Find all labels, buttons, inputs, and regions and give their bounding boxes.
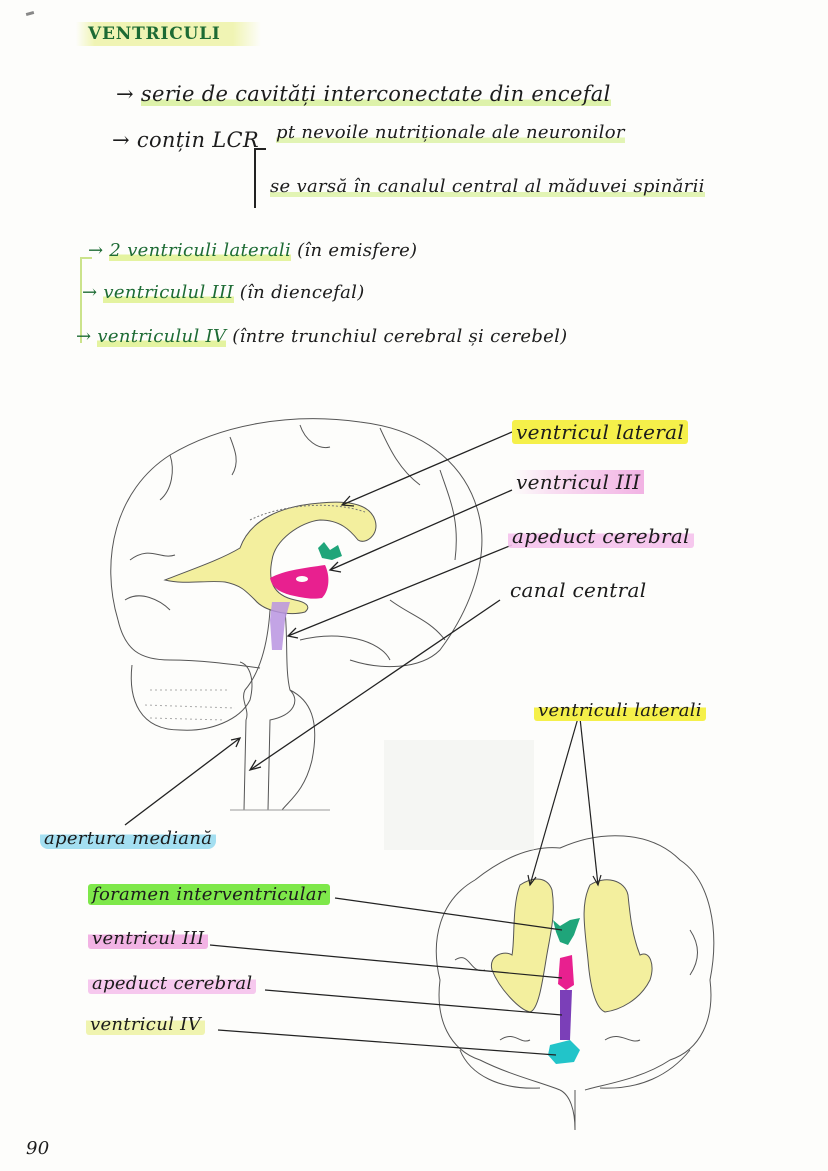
lcr-detail-2: se varsă în canalul central al măduvei s… bbox=[270, 176, 705, 197]
intro-text: serie de cavități interconectate din enc… bbox=[140, 82, 611, 106]
label-ventricul-iii-text: ventricul III bbox=[512, 470, 645, 494]
types-bracket bbox=[80, 257, 92, 343]
type-item-3: → ventriculul IV (între trunchiul cerebr… bbox=[76, 326, 567, 347]
lateral-ventricle-shape bbox=[163, 501, 377, 614]
page-number: 90 bbox=[26, 1138, 50, 1159]
label-ventriculi-laterali: ventriculi laterali bbox=[534, 700, 706, 721]
label-ventricul-iii: ventricul III bbox=[512, 470, 645, 494]
label-apeduct-cerebral-coronal: apeduct cerebral bbox=[88, 973, 257, 994]
label-apeduct-cerebral: apeduct cerebral bbox=[508, 524, 694, 548]
coronal-fourth-ventricle-shape bbox=[548, 1040, 580, 1064]
sagittal-leader-lines bbox=[124, 431, 513, 826]
type-name: ventriculul III bbox=[103, 282, 234, 303]
label-canal-central: canal central bbox=[510, 578, 647, 602]
aqueduct-shape bbox=[270, 602, 290, 650]
page-title: VENTRICULI bbox=[76, 22, 261, 46]
type-note: (în diencefal) bbox=[239, 282, 365, 303]
type-item-2: → ventriculul III (în diencefal) bbox=[82, 282, 365, 303]
coronal-lateral-ventricle-left bbox=[490, 878, 554, 1013]
type-note: (în emisfere) bbox=[297, 240, 418, 261]
coronal-leader-lines bbox=[209, 717, 602, 1056]
type-item-1: → 2 ventriculi laterali (în emisfere) bbox=[88, 240, 417, 261]
type-name: ventriculul IV bbox=[97, 326, 227, 347]
label-apertura-mediana: apertura mediană bbox=[40, 828, 217, 849]
coronal-third-ventricle-shape bbox=[558, 955, 574, 990]
arrow-icon: → bbox=[76, 326, 92, 347]
third-ventricle-shape bbox=[270, 565, 329, 599]
label-ventricul-lateral: ventricul lateral bbox=[512, 420, 689, 444]
intro-line-1: → serie de cavități interconectate din e… bbox=[116, 82, 611, 106]
coronal-aqueduct-shape bbox=[560, 990, 572, 1040]
intro-line-2: → conțin LCR bbox=[112, 128, 259, 152]
bracket bbox=[254, 148, 266, 208]
coronal-lateral-ventricle-right bbox=[583, 879, 653, 1013]
type-name: 2 ventriculi laterali bbox=[109, 240, 292, 261]
label-foramen-interventricular: foramen interventricular bbox=[88, 884, 330, 905]
foramen-shape bbox=[318, 542, 342, 560]
lcr-detail-1: pt nevoile nutriționale ale neuronilor bbox=[276, 122, 625, 143]
coronal-brain-diagram bbox=[435, 835, 715, 1131]
arrow-icon: → bbox=[82, 282, 98, 303]
arrow-icon: → bbox=[112, 128, 130, 152]
label-ventricul-iii-coronal: ventricul III bbox=[88, 928, 209, 949]
label-ventricul-iv-coronal: ventricul IV bbox=[86, 1014, 205, 1035]
coronal-foramen-shape bbox=[553, 918, 580, 945]
lcr-text: conțin LCR bbox=[136, 128, 259, 152]
sagittal-brain-diagram bbox=[110, 418, 483, 811]
arrow-icon: → bbox=[88, 240, 104, 261]
arrow-icon: → bbox=[116, 82, 134, 106]
type-note: (între trunchiul cerebral și cerebel) bbox=[232, 326, 568, 347]
